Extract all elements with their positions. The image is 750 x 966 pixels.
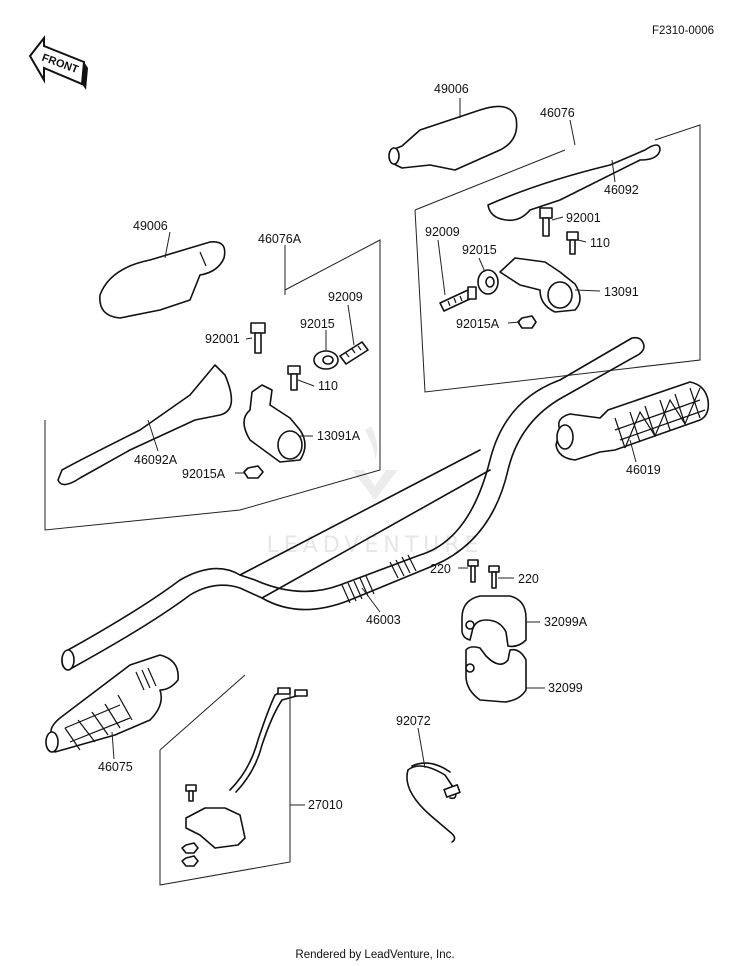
label-screw-220-a: 220	[430, 562, 451, 576]
label-bolt-92001-left: 92001	[205, 332, 240, 346]
part-labels: 49006 46076 46092 92001 110 92009 92015 …	[98, 82, 661, 812]
band	[406, 762, 461, 843]
label-clamp-lower: 32099	[548, 681, 583, 695]
nut-92015a-left	[243, 465, 264, 479]
label-bolt-92009-left: 92009	[328, 290, 363, 304]
lever-right	[487, 144, 661, 222]
leader-lines	[111, 98, 637, 806]
label-clamp-upper: 32099A	[544, 615, 588, 629]
label-holder-right: 13091	[604, 285, 639, 299]
clamp-lower	[465, 646, 527, 703]
label-lever-assy-right: 46076	[540, 106, 575, 120]
watermark: LEADVENTURE	[267, 426, 484, 558]
label-bolt-92001-right: 92001	[566, 211, 601, 225]
label-nut-92015-right: 92015	[462, 243, 497, 257]
bolt-92001-left	[250, 322, 266, 354]
label-screw-220-b: 220	[518, 572, 539, 586]
label-screw-110-right: 110	[590, 236, 610, 250]
front-arrow-icon: FRONT	[28, 35, 88, 90]
label-nut-92015a-left: 92015A	[182, 467, 226, 481]
label-grip-left: 46075	[98, 760, 133, 774]
reference-code: F2310-0006	[652, 25, 714, 37]
label-lever-assy-left: 46076A	[258, 232, 302, 246]
label-lever-left: 46092A	[134, 453, 178, 467]
grip-cover-left	[99, 241, 226, 319]
holder-right	[499, 257, 581, 313]
nut-92015-left	[313, 350, 339, 370]
grip-cover-right	[388, 105, 518, 171]
throttle-grip	[555, 381, 710, 461]
label-grip-cover-left: 49006	[133, 219, 168, 233]
left-lever-group-outline	[44, 239, 381, 531]
bolt-92001-right	[539, 207, 553, 237]
label-lever-right: 46092	[604, 183, 639, 197]
label-handlebar: 46003	[366, 613, 401, 627]
footer-credit: Rendered by LeadVenture, Inc.	[295, 949, 454, 961]
watermark-text: LEADVENTURE	[267, 533, 484, 558]
switch-group-outline	[159, 674, 291, 886]
screw-110-left	[287, 365, 301, 391]
label-screw-110-left: 110	[318, 379, 338, 393]
label-nut-92015-left: 92015	[300, 317, 335, 331]
label-bolt-92009-right: 92009	[425, 225, 460, 239]
label-grip-cover-right: 49006	[434, 82, 469, 96]
screw-220-b	[488, 565, 500, 589]
grip-left	[45, 654, 179, 753]
nut-92015a-right	[517, 315, 537, 329]
lever-left	[57, 364, 233, 486]
nut-92015-right	[477, 269, 499, 295]
label-band: 92072	[396, 714, 431, 728]
handlebar	[61, 336, 645, 671]
clamp-upper	[461, 595, 527, 648]
bolt-92009-left	[339, 341, 369, 365]
label-nut-92015a-right: 92015A	[456, 317, 500, 331]
label-throttle-grip: 46019	[626, 463, 661, 477]
screw-110-right	[566, 231, 579, 255]
holder-left	[243, 384, 306, 463]
screw-220-a	[467, 559, 479, 583]
label-switch: 27010	[308, 798, 343, 812]
switch	[181, 687, 308, 867]
label-holder-left: 13091A	[317, 429, 361, 443]
right-lever-group-outline	[414, 124, 701, 393]
bolt-92009-right	[439, 286, 477, 312]
